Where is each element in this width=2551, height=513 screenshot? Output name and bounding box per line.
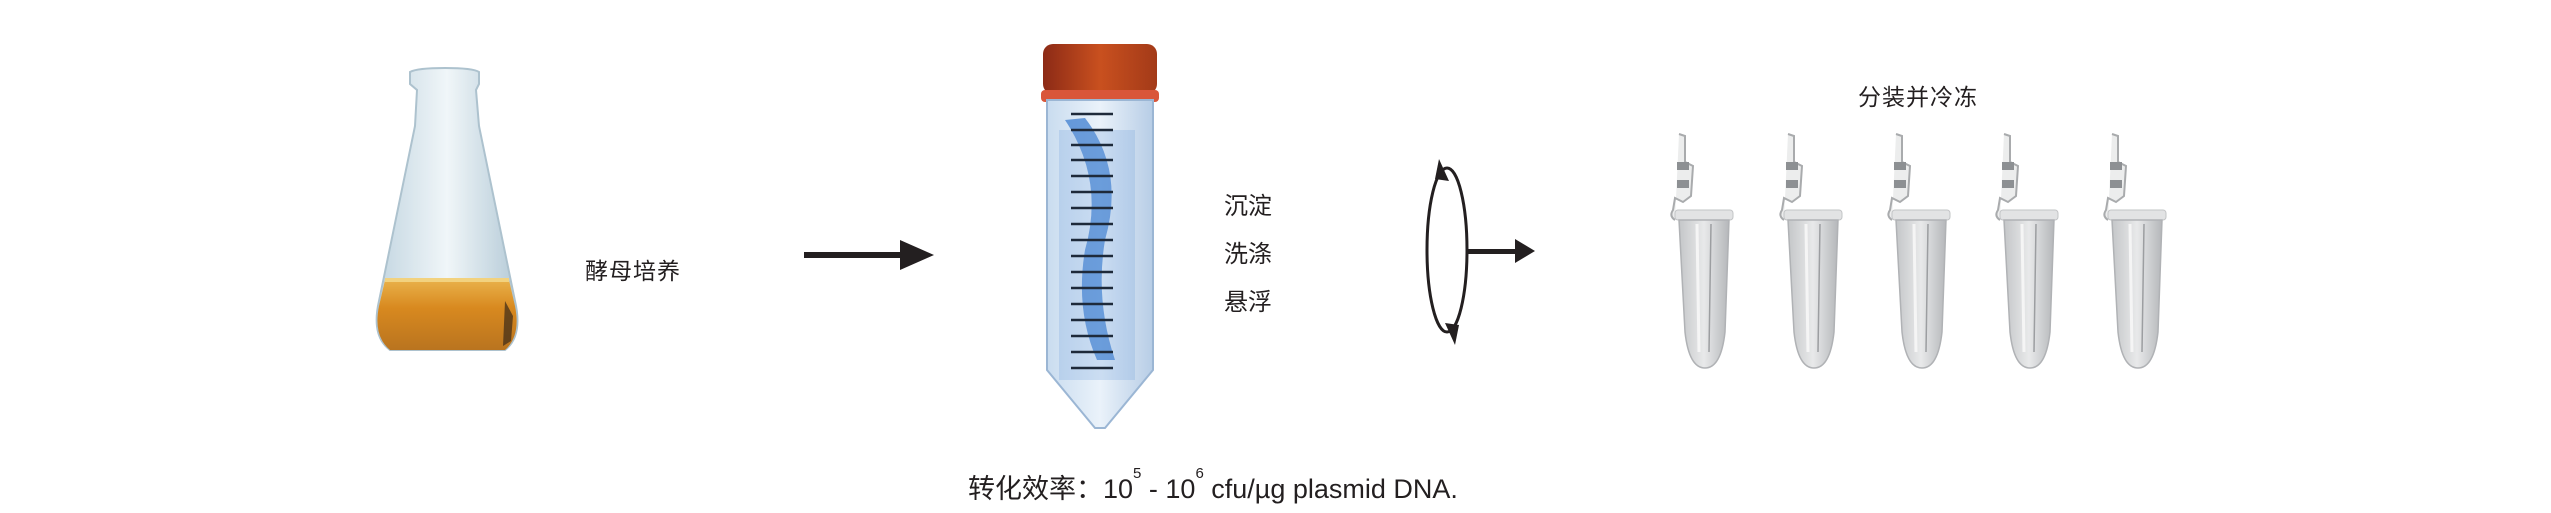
efficiency-base-low: 10 [1103, 474, 1134, 504]
step-process-labels: 沉淀 洗涤 悬浮 [1224, 182, 1272, 326]
efficiency-exp-high: 6 [1195, 465, 1204, 482]
flask-icon [375, 66, 519, 351]
microcentrifuge-tube-icon [1669, 132, 1735, 370]
efficiency-separator: - [1141, 474, 1166, 504]
rotation-arrow-icon [1425, 159, 1535, 345]
arrow-right-icon [804, 240, 934, 270]
step-process-label: 洗涤 [1224, 240, 1272, 268]
microcentrifuge-tube-icon [2102, 132, 2168, 370]
efficiency-base-high: 10 [1165, 474, 1196, 504]
step-culture-label: 酵母培养 [585, 259, 681, 285]
efficiency-unit: cfu/µg plasmid DNA. [1203, 474, 1458, 504]
step-aliquot-label: 分装并冷冻 [1858, 85, 1978, 111]
microtube-row [1655, 132, 2215, 372]
step-process-label: 悬浮 [1224, 288, 1272, 316]
efficiency-prefix: 转化效率： [968, 474, 1103, 504]
efficiency-exp-low: 5 [1133, 465, 1142, 482]
microcentrifuge-tube-icon [1778, 132, 1844, 370]
centrifuge-tube-icon [1041, 44, 1159, 429]
microcentrifuge-tube-icon [1994, 132, 2060, 370]
microcentrifuge-tube-icon [1886, 132, 1952, 370]
transformation-efficiency: 转化效率：105 - 106 cfu/µg plasmid DNA. [968, 465, 1458, 506]
step-process-label: 沉淀 [1224, 192, 1272, 220]
